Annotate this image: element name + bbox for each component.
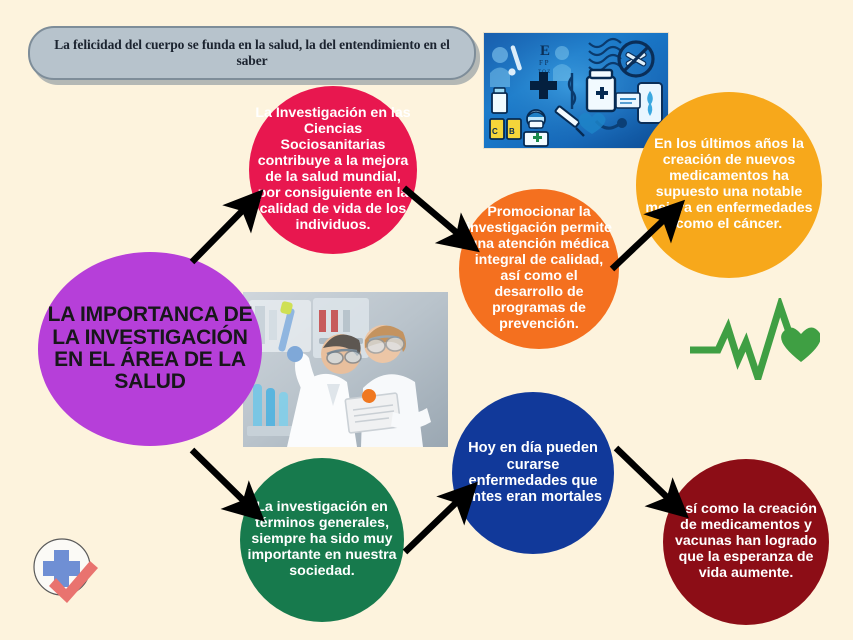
bubble-green-text: La investigación en términos generales, …	[247, 499, 397, 579]
medical-collage-icon: E F P T O Z	[484, 33, 668, 148]
medical-cross-check-icon	[33, 538, 98, 603]
svg-text:C: C	[492, 127, 498, 136]
quote-banner-text: La felicidad del cuerpo se funda en la s…	[54, 37, 450, 68]
laboratory-scientists-icon	[243, 292, 448, 447]
bubble-maroon-esperanza-de-vida[interactable]: Así como la creación de medicamentos y v…	[663, 459, 829, 625]
center-bubble-main-title[interactable]: LA IMPORTANCA DE LA INVESTIGACIÓN EN EL …	[38, 252, 262, 446]
arrow-center-to-pink	[189, 189, 264, 265]
svg-text:F P: F P	[539, 59, 549, 67]
arrow-green-to-blue	[402, 481, 478, 555]
bubble-blue-text: Hoy en día pueden curarse enfermedades q…	[464, 440, 602, 506]
bubble-pink-investigacion-ciencias[interactable]: La Investigación en las Ciencias Sociosa…	[249, 86, 417, 254]
bubble-gold-nuevos-medicamentos[interactable]: En los últimos años la creación de nuevo…	[636, 92, 822, 278]
medical-collage-image: E F P T O Z	[484, 33, 668, 148]
center-bubble-text: LA IMPORTANCA DE LA INVESTIGACIÓN EN EL …	[47, 303, 253, 394]
heartbeat-icon	[690, 298, 820, 380]
bubble-orange-text: Promocionar la investigación permite una…	[466, 204, 612, 332]
bubble-blue-enfermedades-mortales[interactable]: Hoy en día pueden curarse enfermedades q…	[452, 392, 614, 554]
bubble-gold-text: En los últimos años la creación de nuevo…	[645, 136, 813, 232]
quote-banner: La felicidad del cuerpo se funda en la s…	[28, 26, 476, 80]
bubble-maroon-text: Así como la creación de medicamentos y v…	[675, 501, 817, 581]
bubble-orange-promocionar-investigacion[interactable]: Promocionar la investigación permite una…	[459, 189, 619, 349]
arrow-blue-to-maroon	[613, 445, 689, 519]
lab-photo-image	[243, 292, 448, 447]
bubble-green-terminos-generales[interactable]: La investigación en términos generales, …	[240, 458, 404, 622]
svg-text:E: E	[540, 43, 550, 59]
svg-text:B: B	[509, 127, 515, 136]
bubble-pink-text: La Investigación en las Ciencias Sociosa…	[255, 105, 411, 233]
arrow-center-to-green	[189, 447, 265, 522]
